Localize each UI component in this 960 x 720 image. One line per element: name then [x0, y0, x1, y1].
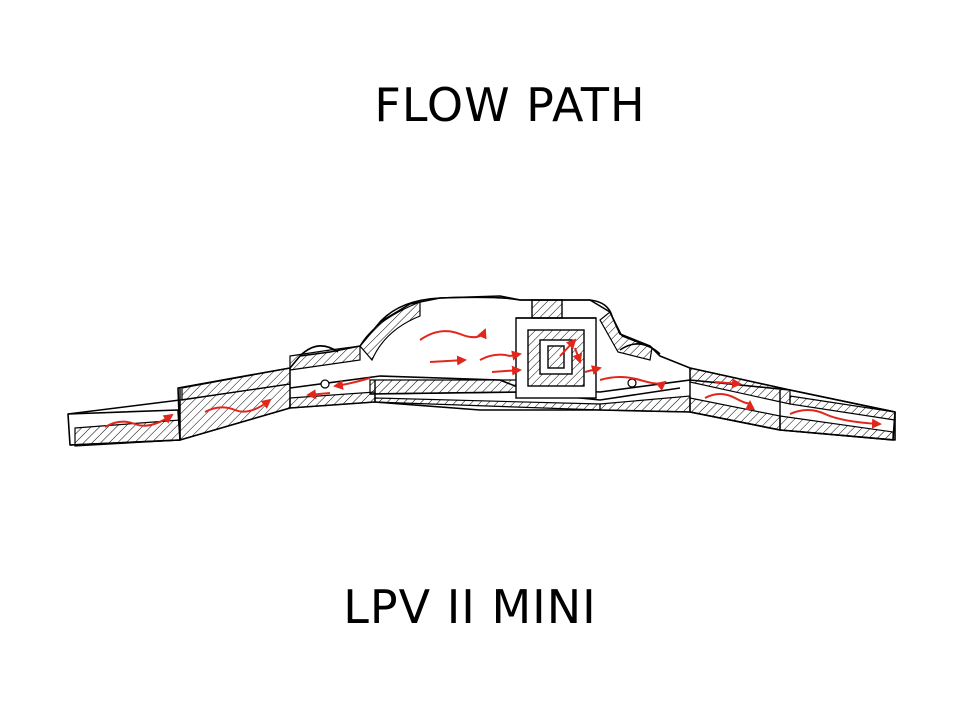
- flow-arrow: [584, 365, 602, 375]
- left-ball-check: [320, 379, 330, 389]
- flow-arrow: [572, 347, 583, 364]
- section-separators: [179, 368, 781, 440]
- flow-arrow: [559, 338, 577, 357]
- hatched-walls: [74, 301, 896, 447]
- flow-arrow: [491, 365, 522, 376]
- flow-arrows: [104, 328, 882, 429]
- flow-arrow: [714, 378, 742, 389]
- flow-arrow: [104, 413, 174, 428]
- diagram-subtitle: LPV II MINI: [343, 580, 597, 634]
- flow-arrow: [306, 389, 331, 400]
- page-title: FLOW PATH: [374, 78, 646, 132]
- check-valve-mechanism: [515, 299, 597, 399]
- flow-arrow: [599, 376, 667, 391]
- flow-arrow: [419, 328, 487, 341]
- right-ball-check: [627, 378, 637, 388]
- flow-arrow: [479, 350, 522, 361]
- flow-arrow: [429, 355, 467, 366]
- flow-arrow: [704, 393, 755, 411]
- flow-arrow: [204, 398, 272, 413]
- flow-arrow: [789, 409, 882, 429]
- flow-arrow: [333, 377, 371, 390]
